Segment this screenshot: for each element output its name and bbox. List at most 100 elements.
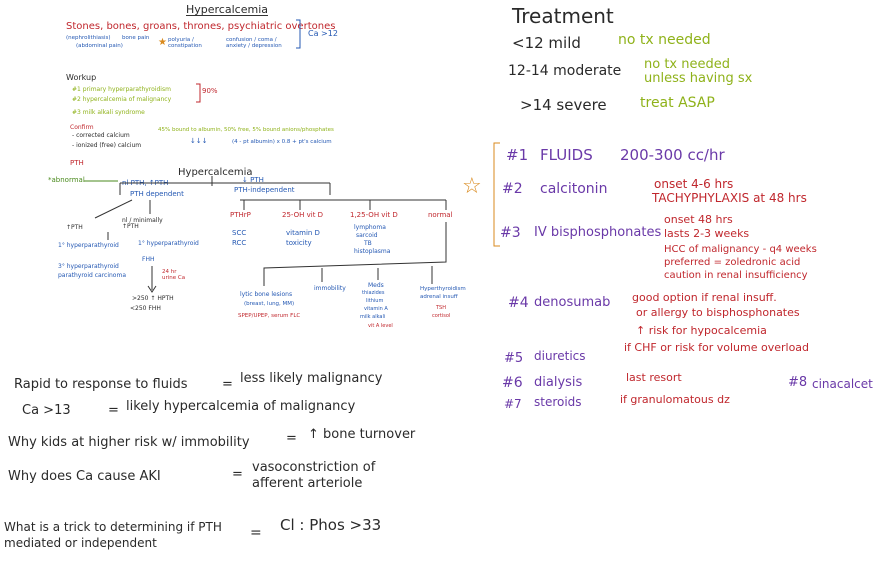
step-3-detail: onset 48 hrs (664, 213, 733, 226)
corrected-calcium: - corrected calcium (72, 132, 130, 139)
step-1-detail: 200-300 cc/hr (620, 146, 725, 164)
normal-3-item-5: vit A level (368, 323, 393, 329)
ca-threshold: Ca >12 (308, 29, 338, 38)
priority-star-icon: ☆ (462, 174, 482, 199)
normal-1-item-2: SPEP/UPEP, serum FLC (238, 313, 301, 319)
ind-1-item-2: RCC (232, 239, 247, 247)
note-2-q: Ca >13 (22, 403, 71, 418)
mnemonic-sub-1: (nephrolithiasis) (66, 35, 111, 41)
ind-3-item-1: lymphoma (354, 224, 386, 231)
normal-3-item-1: thiazides (362, 290, 385, 296)
normal-4-item-3: cortisol (432, 313, 451, 319)
note-3-a: ↑ bone turnover (308, 427, 416, 442)
note-4-eq: = (232, 467, 243, 482)
step-4-detail-2: or allergy to bisphosphonates (636, 306, 800, 319)
step-6-detail: last resort (626, 371, 682, 384)
step-6-num: #6 (502, 375, 523, 391)
workup-item-1: #1 primary hyperparathyroidism (72, 86, 171, 93)
ind-3-item-2: sarcoid (356, 232, 378, 239)
dep-a-3: parathyroid carcinoma (58, 272, 126, 279)
step-5-num: #5 (504, 351, 524, 366)
mnemonic-sub-4: polyuria / constipation (168, 37, 202, 49)
ind-head-1: PTHrP (230, 211, 251, 219)
ind-3-item-4: histoplasma (354, 248, 391, 255)
mnemonic-sub-3: (abdominal pain) (76, 43, 123, 49)
formula-arrows: ↓↓↓ (190, 137, 208, 145)
step-2-num: #2 (502, 181, 523, 197)
dependent-sub: PTH dependent (130, 190, 184, 198)
step-3-detail-5: caution in renal insufficiency (664, 270, 808, 281)
step-5-name: diuretics (534, 349, 586, 363)
normal-3-item-4: milk alkali (360, 314, 386, 320)
step-5-detail: if CHF or risk for volume overload (624, 341, 810, 354)
dep-a-2: 3° hyperparathyroid (58, 263, 119, 270)
step-2-detail-2: TACHYPHYLAXIS at 48 hrs (652, 191, 807, 205)
workup-title: Workup (66, 73, 97, 82)
level-1-range: <12 mild (512, 34, 581, 52)
workup-item-2: #2 hypercalcemia of malignancy (72, 96, 172, 103)
step-3-name: IV bisphosphonates (534, 225, 662, 240)
dep-a-1: 1° hyperparathyroid (58, 242, 119, 249)
dep-b-head: nl / minimally ↑PTH (122, 217, 163, 230)
normal-4-item-2: TSH (436, 305, 446, 311)
ind-head-3: 1,25-OH vit D (350, 211, 398, 219)
dep-b-1: 1° hyperparathyroid (138, 240, 199, 247)
mnemonic-text: Stones, bones, groans, thrones, psychiat… (66, 21, 336, 32)
step-8-name: cinacalcet (812, 377, 873, 391)
ionized-calcium: - ionized (free) calcium (72, 142, 142, 149)
ind-2-item-1: vitamin D (286, 229, 320, 237)
step-4-num: #4 (508, 295, 529, 311)
dep-b-5: <250 FHH (130, 305, 161, 312)
note-1-eq: = (222, 377, 233, 392)
step-4-detail-3: ↑ risk for hypocalcemia (636, 324, 767, 337)
formula-2: (4 - pt albumin) x 0.8 + pt's calcium (232, 139, 332, 145)
tree-root: Hypercalcemia (178, 167, 253, 178)
step-2-name: calcitonin (540, 181, 608, 197)
note-3-q: Why kids at higher risk w/ immobility (8, 435, 250, 450)
ind-2-item-2: toxicity (286, 239, 312, 247)
step-2-detail: onset 4-6 hrs (654, 177, 734, 191)
step-7-num: #7 (504, 397, 522, 411)
step-4-name: denosumab (534, 295, 611, 310)
ind-head-2: 25-OH vit D (282, 211, 324, 219)
step-6-name: dialysis (534, 375, 583, 390)
ind-3-item-3: TB (364, 240, 372, 247)
dep-b-3: 24 hr urine Ca (162, 269, 186, 281)
note-1-a: less likely malignancy (240, 371, 383, 386)
star-icon: ★ (158, 37, 167, 48)
dep-b-2: FHH (142, 256, 155, 263)
normal-4-head: Hyperthyroidism (420, 286, 466, 292)
note-5-eq: = (250, 525, 262, 541)
step-1-name: FLUIDS (540, 146, 593, 164)
step-4-detail: good option if renal insuff. (632, 291, 777, 304)
level-1-note: no tx needed (618, 32, 711, 48)
step-7-name: steroids (534, 395, 582, 409)
abnormal-label: *abnormal (48, 176, 85, 184)
ind-head-4: normal (428, 211, 453, 219)
step-3-detail-3: HCC of malignancy - q4 weeks (664, 244, 817, 255)
pth-label: PTH (70, 159, 84, 167)
confirm-label: Confirm (70, 124, 94, 131)
step-3-num: #3 (500, 225, 521, 241)
dependent-label: nl PTH, ↑PTH (122, 179, 169, 187)
note-4-a: vasoconstriction of afferent arteriole (252, 460, 376, 491)
dep-a-head: ↑PTH (66, 224, 83, 231)
formula-1: 45% bound to albumin, 50% free, 5% bound… (158, 127, 334, 133)
hypercalcemia-title: Hypercalcemia (186, 3, 268, 16)
normal-3-item-2: lithium (366, 298, 384, 304)
normal-4-item-1: adrenal insuff (420, 294, 458, 300)
step-8-num: #8 (788, 375, 808, 390)
note-1-q: Rapid to response to fluids (14, 377, 188, 392)
step-3-detail-4: preferred = zoledronic acid (664, 257, 801, 268)
step-7-detail: if granulomatous dz (620, 393, 730, 406)
level-3-range: >14 severe (520, 96, 607, 114)
step-3-detail-2: lasts 2-3 weeks (664, 227, 750, 240)
workup-pct: 90% (202, 87, 218, 95)
mnemonic-sub-5: confusion / coma / anxiety / depression (226, 37, 282, 49)
normal-3-head: Meds (368, 282, 384, 289)
normal-1-item-1: (breast, lung, MM) (244, 301, 295, 307)
mnemonic-sub-2: bone pain (122, 35, 150, 41)
note-3-eq: = (286, 431, 297, 446)
note-5-a: Cl : Phos >33 (280, 516, 382, 534)
dep-b-4: >250 ↑ HPTH (132, 295, 174, 302)
